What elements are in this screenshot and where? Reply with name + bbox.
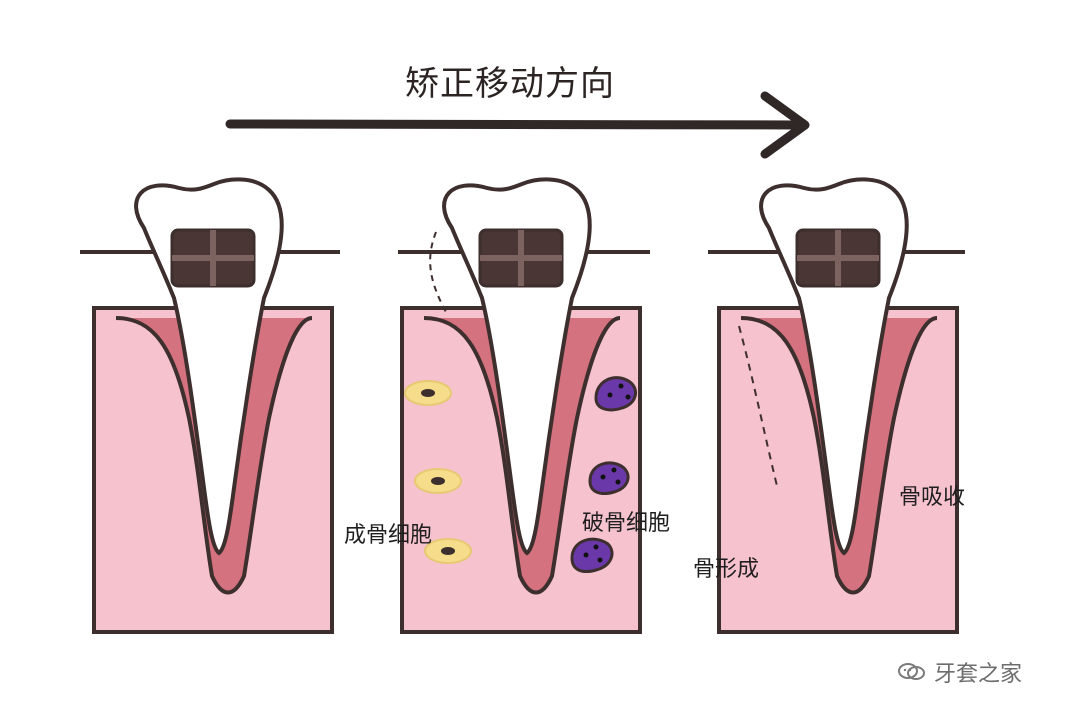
osteoblast-cells [404,380,472,564]
label-bone-formation: 骨形成 [693,557,760,582]
osteoclast-cell [570,537,614,573]
tooth-panel-1 [94,179,332,632]
watermark-text: 牙套之家 [934,662,1023,687]
label-osteoclast: 破骨细胞 [582,511,671,536]
osteoclast-cell [594,376,638,412]
osteoclast-cells [570,376,638,573]
label-bone-resorption: 骨吸收 [899,485,966,510]
tooth-panel-3 [719,179,957,632]
watermark: 牙套之家 [898,656,1022,688]
wechat-icon [898,662,926,682]
osteoclast-cell [588,461,630,496]
label-osteoblast: 成骨细胞 [344,523,433,548]
movement-arrow [225,91,810,159]
diagram-title: 矫正移动方向 [405,64,615,104]
